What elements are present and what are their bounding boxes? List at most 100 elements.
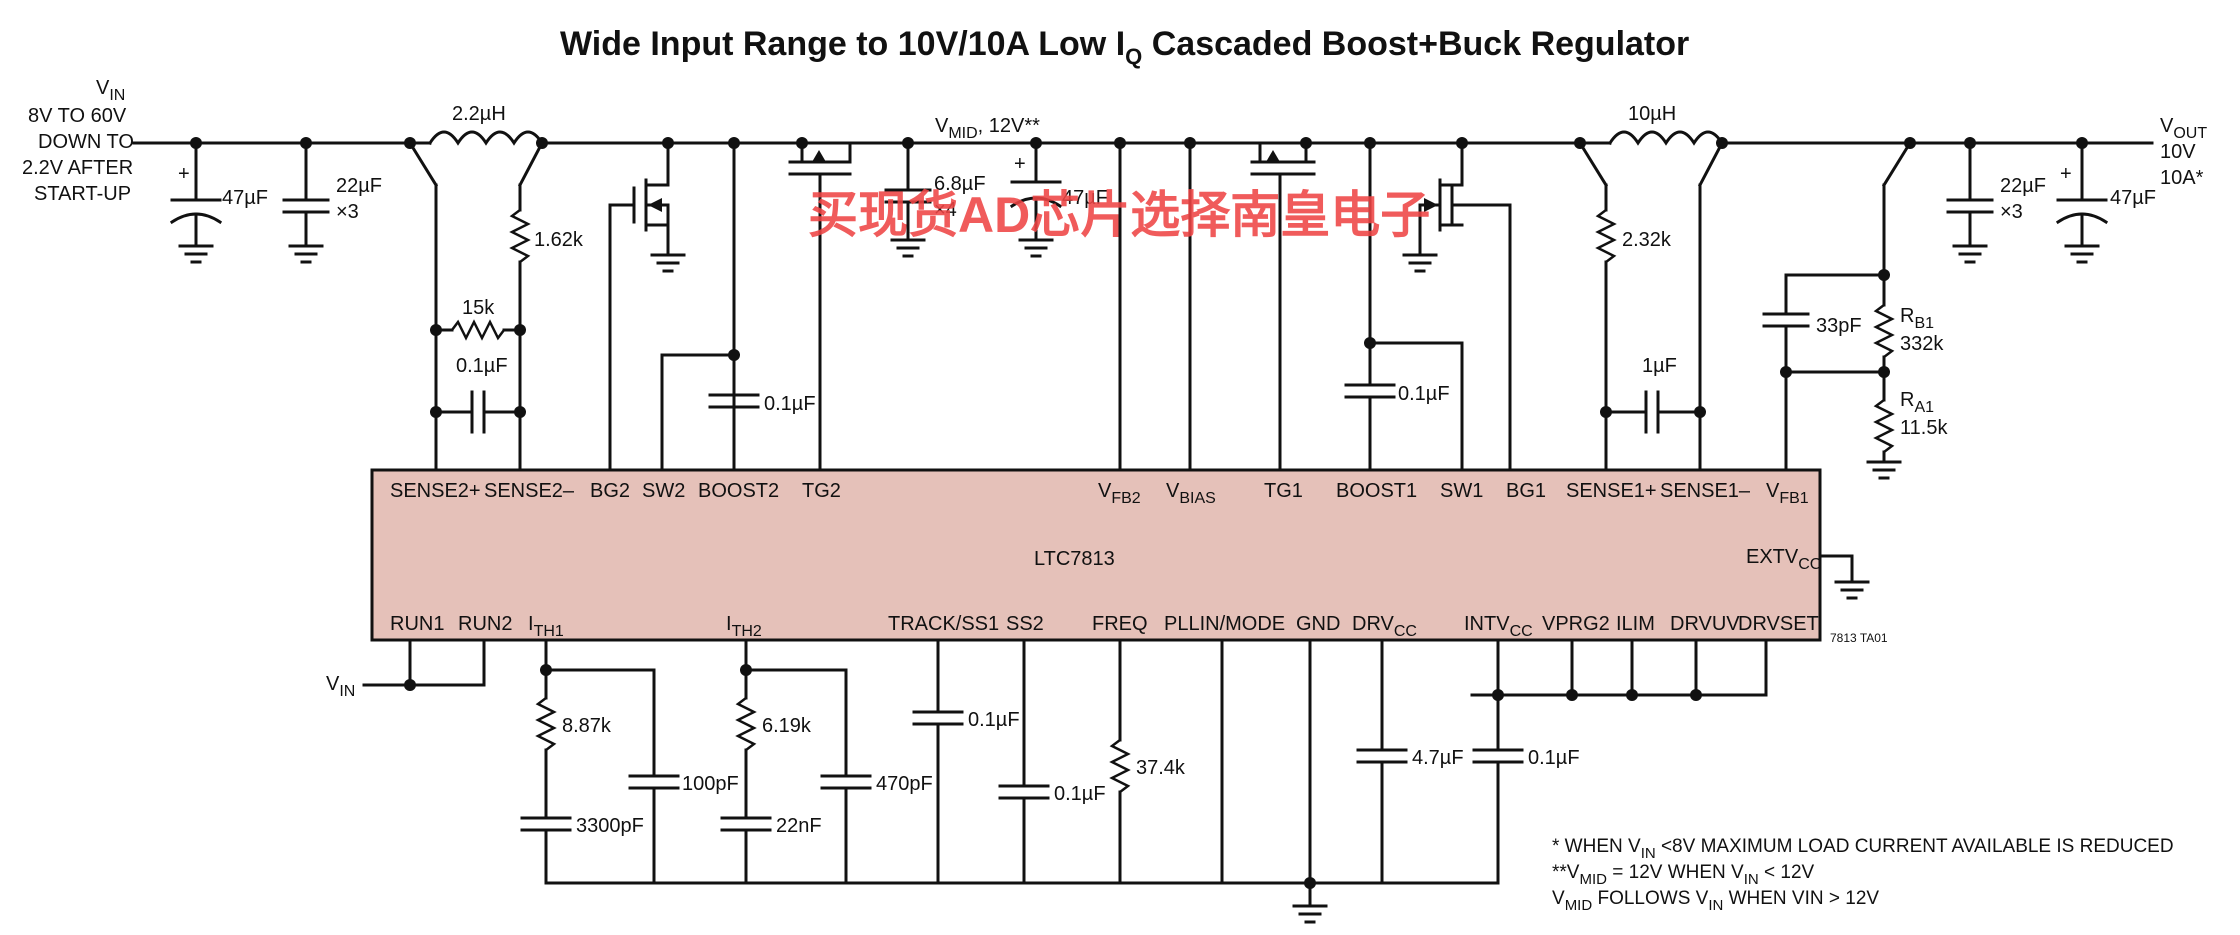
- pin-drvcc: DRVCC: [1352, 613, 1417, 640]
- svg-text:1.62k: 1.62k: [534, 229, 584, 251]
- rail-dot: [1300, 137, 1312, 149]
- svg-text:RA1: RA1: [1900, 389, 1934, 416]
- svg-text:6.8µF: 6.8µF: [934, 173, 986, 195]
- sense1-minus-wire: [1697, 140, 1725, 188]
- rail-dot: [796, 137, 808, 149]
- input-label: VIN 8V TO 60V DOWN TO 2.2V AFTER START-U…: [22, 77, 134, 205]
- pin-drvuv: DRVUV: [1670, 613, 1740, 635]
- svg-text:×4: ×4: [934, 199, 957, 221]
- diagram-title: Wide Input Range to 10V/10A Low IQ Casca…: [560, 25, 1689, 69]
- pin-run2: RUN2: [458, 613, 512, 635]
- svg-text:×3: ×3: [336, 201, 359, 223]
- ground-symbol: [1018, 238, 1054, 258]
- pin-pllin-mode: PLLIN/MODE: [1164, 613, 1285, 635]
- svg-text:3300pF: 3300pF: [576, 815, 644, 837]
- boost-inductor: 2.2µH: [427, 103, 1562, 146]
- svg-text:22µF: 22µF: [336, 175, 382, 197]
- sense1-filter-capacitor: 1µF: [1604, 355, 1702, 434]
- ra1-resistor: RA1 11.5k: [1873, 389, 1948, 453]
- svg-text:DOWN TO: DOWN TO: [38, 131, 134, 153]
- pin-sense1-minus: SENSE1–: [1660, 480, 1751, 502]
- drvcc-capacitor: 4.7µF: [1356, 747, 1464, 769]
- boost-top-mosfet: [788, 141, 852, 472]
- svg-text:0.1µF: 0.1µF: [1398, 383, 1450, 405]
- vmid-label: VMID, 12V**: [935, 115, 1040, 142]
- pin-sw1: SW1: [1440, 480, 1483, 502]
- sense2-minus-wire: [517, 140, 545, 188]
- boost1-capacitor: 0.1µF: [1344, 383, 1450, 405]
- ith1-resistor: 8.87k: [535, 697, 612, 751]
- input-bulk-capacitor: + 47µF: [169, 141, 268, 248]
- ith1-wire: [544, 668, 656, 778]
- svg-text:2.2V AFTER: 2.2V AFTER: [22, 157, 133, 179]
- watermark-text: 买现货AD芯片选择南皇电子: [808, 187, 1430, 243]
- svg-text:37.4k: 37.4k: [1136, 757, 1186, 779]
- ith1-hf-capacitor: 100pF: [628, 773, 739, 795]
- svg-text:+: +: [178, 163, 190, 185]
- pin-extvcc: EXTVCC: [1746, 546, 1821, 573]
- buck-bottom-mosfet: [1418, 141, 1512, 472]
- chip-name: LTC7813: [1034, 548, 1115, 570]
- svg-text:33pF: 33pF: [1816, 315, 1862, 337]
- svg-text:+: +: [2060, 163, 2072, 185]
- svg-text:10A*: 10A*: [2160, 167, 2204, 189]
- pin-sense2-plus: SENSE2+: [390, 480, 481, 502]
- pin-boost2: BOOST2: [698, 480, 779, 502]
- svg-text:11.5k: 11.5k: [1900, 417, 1948, 439]
- sense1-plus-wire: [1577, 140, 1609, 188]
- freq-resistor: 37.4k: [1109, 739, 1186, 793]
- ith2-wire: [744, 668, 848, 778]
- svg-text:22nF: 22nF: [776, 815, 822, 837]
- svg-text:100pF: 100pF: [682, 773, 739, 795]
- run-vin-label: VIN: [326, 673, 355, 700]
- svg-text:0.1µF: 0.1µF: [1528, 747, 1580, 769]
- buck-inductor: 10µH: [1558, 103, 1725, 146]
- svg-text:+: +: [1014, 153, 1026, 175]
- svg-text:10µH: 10µH: [1628, 103, 1676, 125]
- ground-symbol: [1402, 253, 1438, 273]
- footnote-2: **VMID = 12V WHEN VIN < 12V: [1552, 862, 1815, 888]
- svg-text:2.2µH: 2.2µH: [452, 103, 506, 125]
- pin-bg1: BG1: [1506, 480, 1546, 502]
- svg-text:47µF: 47µF: [1062, 187, 1108, 209]
- output-ceramic-capacitor: 22µF ×3: [1946, 141, 2046, 248]
- svg-text:4.7µF: 4.7µF: [1412, 747, 1464, 769]
- svg-text:0.1µF: 0.1µF: [456, 355, 508, 377]
- svg-text:VIN: VIN: [96, 77, 125, 104]
- output-bulk-capacitor: + 47µF: [2055, 141, 2156, 248]
- boost-bottom-mosfet: [608, 141, 670, 472]
- ground-symbol: [890, 238, 926, 258]
- ground-symbol: [1866, 460, 1902, 480]
- boost-sense-resistor: 1.62k: [509, 209, 584, 263]
- buck-top-mosfet: [1250, 141, 1316, 472]
- svg-text:8V TO 60V: 8V TO 60V: [28, 105, 127, 127]
- pin-sw2: SW2: [642, 480, 685, 502]
- pin-ith1: ITH1: [528, 613, 564, 640]
- run-dot: [404, 679, 416, 691]
- sw2-wire: [660, 353, 736, 472]
- ss2-capacitor: 0.1µF: [998, 783, 1106, 805]
- feedback-dot: [1780, 366, 1792, 378]
- ltc7813-chip-body: [370, 468, 1822, 642]
- svg-text:×3: ×3: [2000, 201, 2023, 223]
- intvcc-dot: [1566, 689, 1578, 701]
- output-label: VOUT 10V 10A*: [2160, 115, 2207, 189]
- svg-text:332k: 332k: [1900, 333, 1944, 355]
- chip-bottom-pin-labels: RUN1 RUN2 ITH1 ITH2 TRACK/SS1 SS2 FREQ P…: [390, 613, 1819, 640]
- pin-sense1-plus: SENSE1+: [1566, 480, 1657, 502]
- rail-dot: [1456, 137, 1468, 149]
- ground-symbol: [1834, 580, 1870, 600]
- pin-ilim: ILIM: [1616, 613, 1655, 635]
- svg-text:0.1µF: 0.1µF: [764, 393, 816, 415]
- intvcc-dot: [1690, 689, 1702, 701]
- svg-text:10V: 10V: [2160, 141, 2196, 163]
- ground-symbol: [1292, 904, 1328, 924]
- pin-gnd: GND: [1296, 613, 1340, 635]
- svg-text:0.1µF: 0.1µF: [968, 709, 1020, 731]
- pin-ith2: ITH2: [726, 613, 762, 640]
- svg-text:2.32k: 2.32k: [1622, 229, 1672, 251]
- svg-text:6.19k: 6.19k: [762, 715, 812, 737]
- footnote-1: * WHEN VIN <8V MAXIMUM LOAD CURRENT AVAI…: [1552, 836, 2174, 862]
